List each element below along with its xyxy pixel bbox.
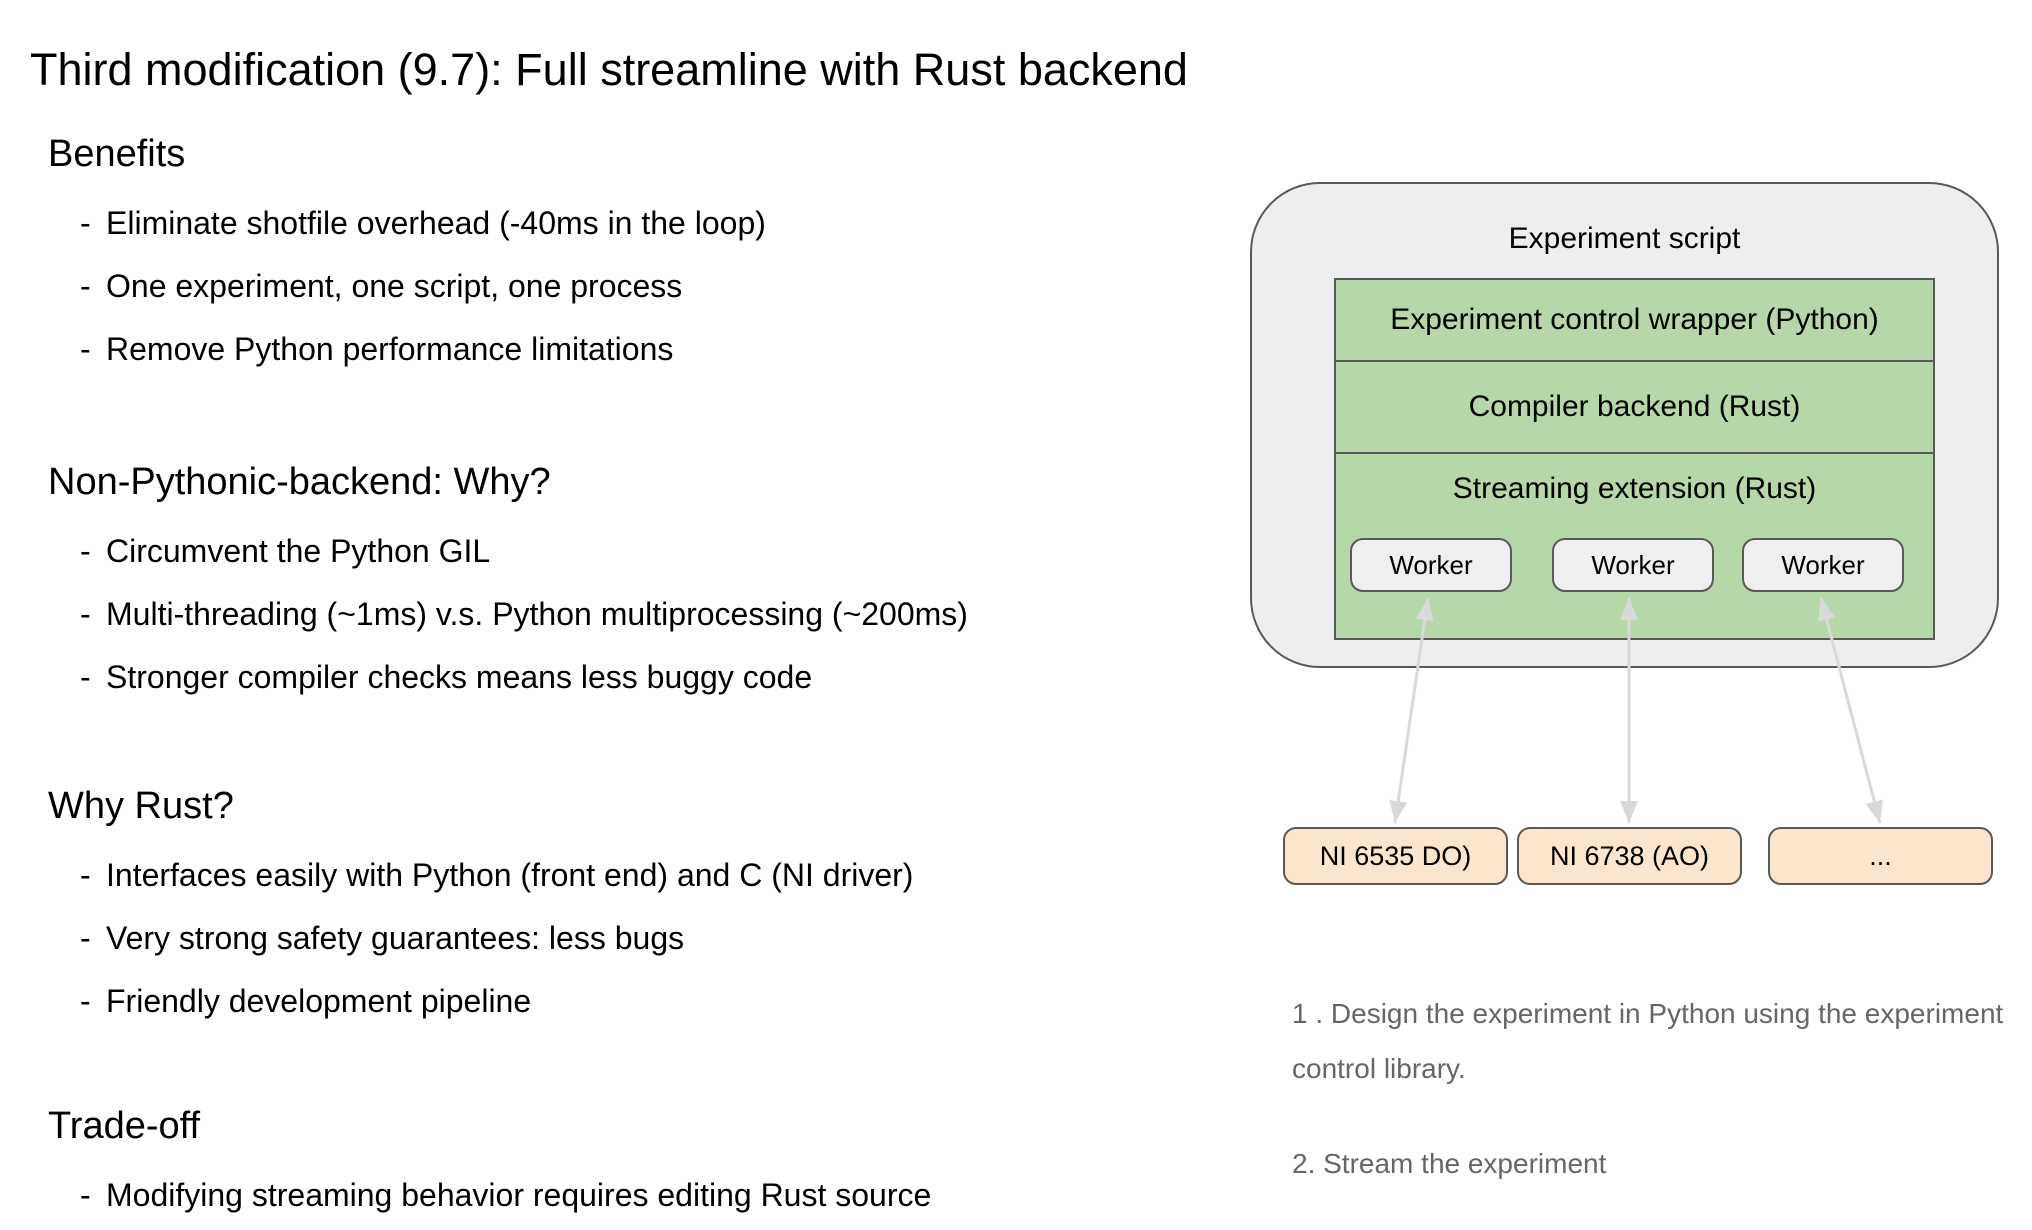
bullet-text: Friendly development pipeline [106,983,532,1019]
list-item: -Interfaces easily with Python (front en… [48,844,1208,907]
bullet-list-why-rust: -Interfaces easily with Python (front en… [48,844,1208,1033]
section-heading-trade-off: Trade-off [48,1105,201,1147]
slide-title: Third modification (9.7): Full streamlin… [30,44,1188,96]
list-item: -Remove Python performance limitations [48,318,1208,381]
bidirectional-arrow [1389,597,1434,824]
bullet-dash: - [80,268,91,304]
bullet-dash: - [80,1177,91,1213]
bullet-text: Eliminate shotfile overhead (-40ms in th… [106,205,766,241]
bullet-dash: - [80,533,91,569]
list-item: -Eliminate shotfile overhead (-40ms in t… [48,192,1208,255]
bidirectional-arrow [1817,597,1884,824]
bullet-text: Interfaces easily with Python (front end… [106,857,914,893]
section-heading-why-rust: Why Rust? [48,785,234,827]
bullet-text: Remove Python performance limitations [106,331,674,367]
bullet-dash: - [80,659,91,695]
bullet-dash: - [80,205,91,241]
worker-box: Worker [1350,538,1512,592]
bullet-text: Circumvent the Python GIL [106,533,491,569]
bullet-text: One experiment, one script, one process [106,268,683,304]
section-benefits: Benefits -Eliminate shotfile overhead (-… [48,130,1208,381]
worker-device-arrows [1389,597,1884,824]
note-stream-experiment: 2. Stream the experiment [1292,1148,1607,1179]
worker-box: Worker [1742,538,1904,592]
bullet-text: Very strong safety guarantees: less bugs [106,920,685,956]
layer-stack: Experiment control wrapper (Python) Comp… [1334,278,1935,640]
section-heading-benefits: Benefits [48,133,186,175]
bullet-dash: - [80,983,91,1019]
list-item: -Modifying streaming behavior requires e… [48,1164,1208,1227]
list-item: -Stronger compiler checks means less bug… [48,646,1208,709]
section-non-pythonic-backend: Non-Pythonic-backend: Why? -Circumvent t… [48,458,1208,709]
layer-streaming-extension: Streaming extension (Rust) Worker Worker… [1336,454,1933,638]
bullet-text: Stronger compiler checks means less bugg… [106,659,813,695]
list-item: -Multi-threading (~1ms) v.s. Python mult… [48,583,1208,646]
list-item: -One experiment, one script, one process [48,255,1208,318]
bullet-text: Multi-threading (~1ms) v.s. Python multi… [106,596,968,632]
device-box-ni6738: NI 6738 (AO) [1517,827,1742,885]
streaming-extension-label: Streaming extension (Rust) [1452,472,1817,505]
worker-box: Worker [1552,538,1714,592]
device-box-ni6535: NI 6535 DO) [1283,827,1508,885]
section-trade-off: Trade-off -Modifying streaming behavior … [48,1102,1208,1227]
list-item: -Very strong safety guarantees: less bug… [48,907,1208,970]
experiment-script-label: Experiment script [1508,222,1741,255]
note-design-experiment: 1 . Design the experiment in Python usin… [1292,998,2004,1084]
layer-python-wrapper: Experiment control wrapper (Python) [1336,280,1933,362]
list-item: -Friendly development pipeline [48,970,1208,1033]
bullet-dash: - [80,596,91,632]
list-item: -Circumvent the Python GIL [48,520,1208,583]
bullet-list-non-pythonic: -Circumvent the Python GIL -Multi-thread… [48,520,1208,709]
device-box-more: ... [1768,827,1993,885]
bullet-dash: - [80,857,91,893]
bullet-list-trade-off: -Modifying streaming behavior requires e… [48,1164,1208,1227]
bullet-dash: - [80,920,91,956]
bullet-list-benefits: -Eliminate shotfile overhead (-40ms in t… [48,192,1208,381]
bullet-text: Modifying streaming behavior requires ed… [106,1177,932,1213]
bullet-dash: - [80,331,91,367]
section-why-rust: Why Rust? -Interfaces easily with Python… [48,782,1208,1033]
section-heading-non-pythonic: Non-Pythonic-backend: Why? [48,461,551,503]
layer-compiler-backend: Compiler backend (Rust) [1336,362,1933,454]
